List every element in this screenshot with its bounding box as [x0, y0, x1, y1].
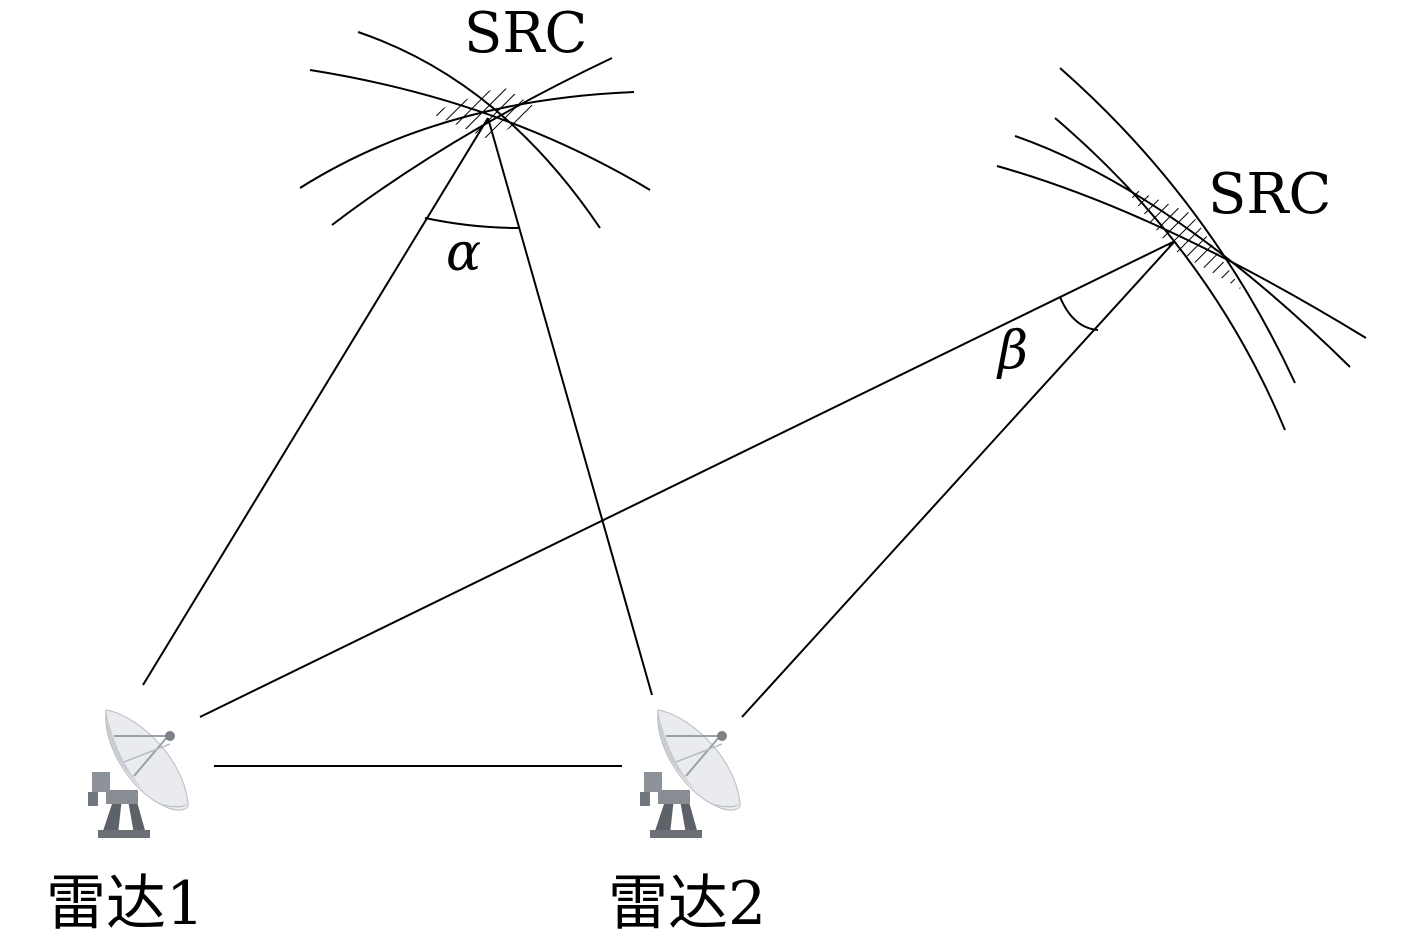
alpha-label: α — [446, 223, 481, 283]
alpha-angle-arc — [424, 217, 520, 229]
src-right-hatch — [1122, 184, 1242, 290]
src-top-hatch — [430, 86, 540, 140]
radar1-label: 雷达1 — [46, 869, 204, 939]
radar-dish-icon — [639, 709, 742, 839]
sight-lines — [142, 117, 1176, 767]
radar2-label: 雷达2 — [608, 869, 766, 939]
src-right-label: SRC — [1208, 162, 1331, 227]
beta-label: β — [996, 321, 1028, 381]
radar-dish-icon — [87, 709, 190, 839]
src-top-label: SRC — [464, 1, 587, 66]
beta-angle-arc — [1059, 296, 1099, 331]
